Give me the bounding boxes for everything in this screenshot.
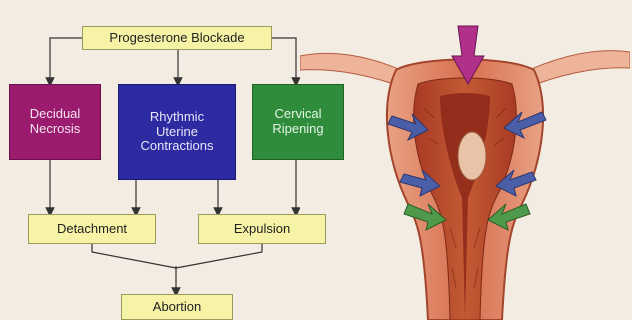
rhythmic-contractions-box: Rhythmic Uterine Contractions <box>118 84 236 180</box>
connector-top-to-decidual <box>50 38 82 82</box>
abortion-box: Abortion <box>121 294 233 320</box>
connector-detachment-merge <box>92 244 176 268</box>
decidual-necrosis-box: Decidual Necrosis <box>9 84 101 160</box>
gestational-tissue <box>458 132 486 180</box>
progesterone-blockade-box: Progesterone Blockade <box>82 26 272 50</box>
detachment-box: Detachment <box>28 214 156 244</box>
uterus-illustration <box>300 8 630 320</box>
connector-top-to-cervical <box>272 38 296 82</box>
connector-expulsion-merge <box>176 244 262 268</box>
